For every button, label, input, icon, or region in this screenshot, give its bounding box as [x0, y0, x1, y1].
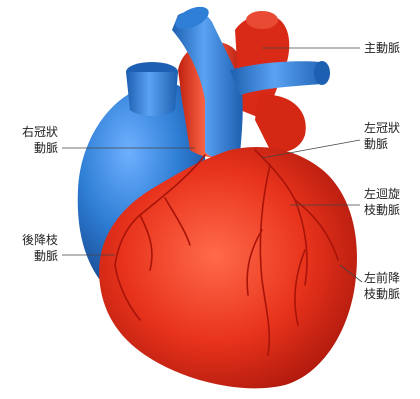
label-left-circumflex: 左迴旋 枝動脈	[364, 186, 400, 218]
label-right-coronary: 右冠狀 動脈	[22, 124, 58, 156]
left-atrium	[255, 95, 306, 152]
aorta-branch-top	[246, 11, 278, 29]
label-left-anterior-descending: 左前降 枝動脈	[364, 270, 400, 302]
pulmonary-right-opening	[314, 61, 330, 85]
superior-vena-cava	[126, 72, 178, 116]
label-main-artery: 主動脈	[364, 40, 400, 56]
label-left-coronary: 左冠狀 動脈	[364, 120, 400, 152]
label-posterior-descending: 後降枝 動脈	[22, 232, 58, 264]
